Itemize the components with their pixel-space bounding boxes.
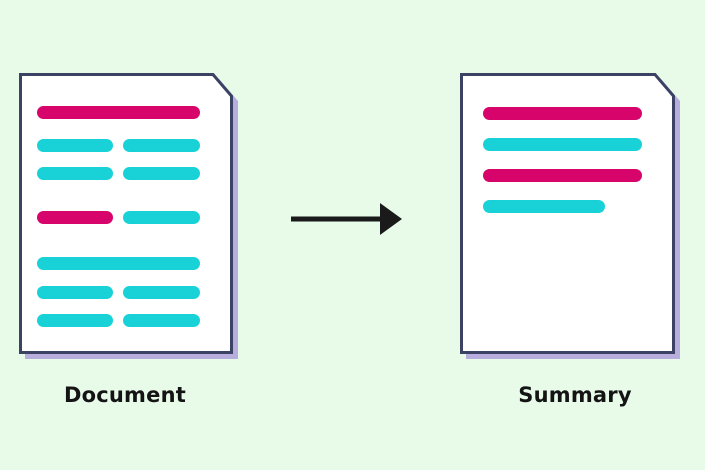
summary-line-1 bbox=[483, 107, 642, 120]
summary-line-3 bbox=[483, 169, 642, 182]
document-label: Document bbox=[64, 383, 186, 407]
document-text-lines bbox=[37, 106, 200, 327]
flow-arrow-icon bbox=[291, 203, 402, 235]
document-line-3-a bbox=[37, 167, 113, 180]
document-line-5-a bbox=[37, 257, 200, 270]
summary-line-2 bbox=[483, 138, 642, 151]
document-node[interactable] bbox=[19, 73, 239, 360]
summary-line-4 bbox=[483, 200, 605, 213]
document-line-2-b bbox=[123, 139, 200, 152]
document-line-4-b bbox=[123, 211, 200, 224]
document-line-6-a bbox=[37, 286, 113, 299]
summary-node[interactable] bbox=[460, 73, 681, 360]
document-line-7-a bbox=[37, 314, 113, 327]
arrow-head bbox=[380, 203, 402, 235]
document-line-3-b bbox=[123, 167, 200, 180]
summary-text-lines bbox=[483, 107, 642, 213]
document-line-2-a bbox=[37, 139, 113, 152]
document-line-6-b bbox=[123, 286, 200, 299]
document-line-7-b bbox=[123, 314, 200, 327]
summary-label: Summary bbox=[518, 383, 632, 407]
document-line-1-a bbox=[37, 106, 200, 119]
document-line-4-a bbox=[37, 211, 113, 224]
